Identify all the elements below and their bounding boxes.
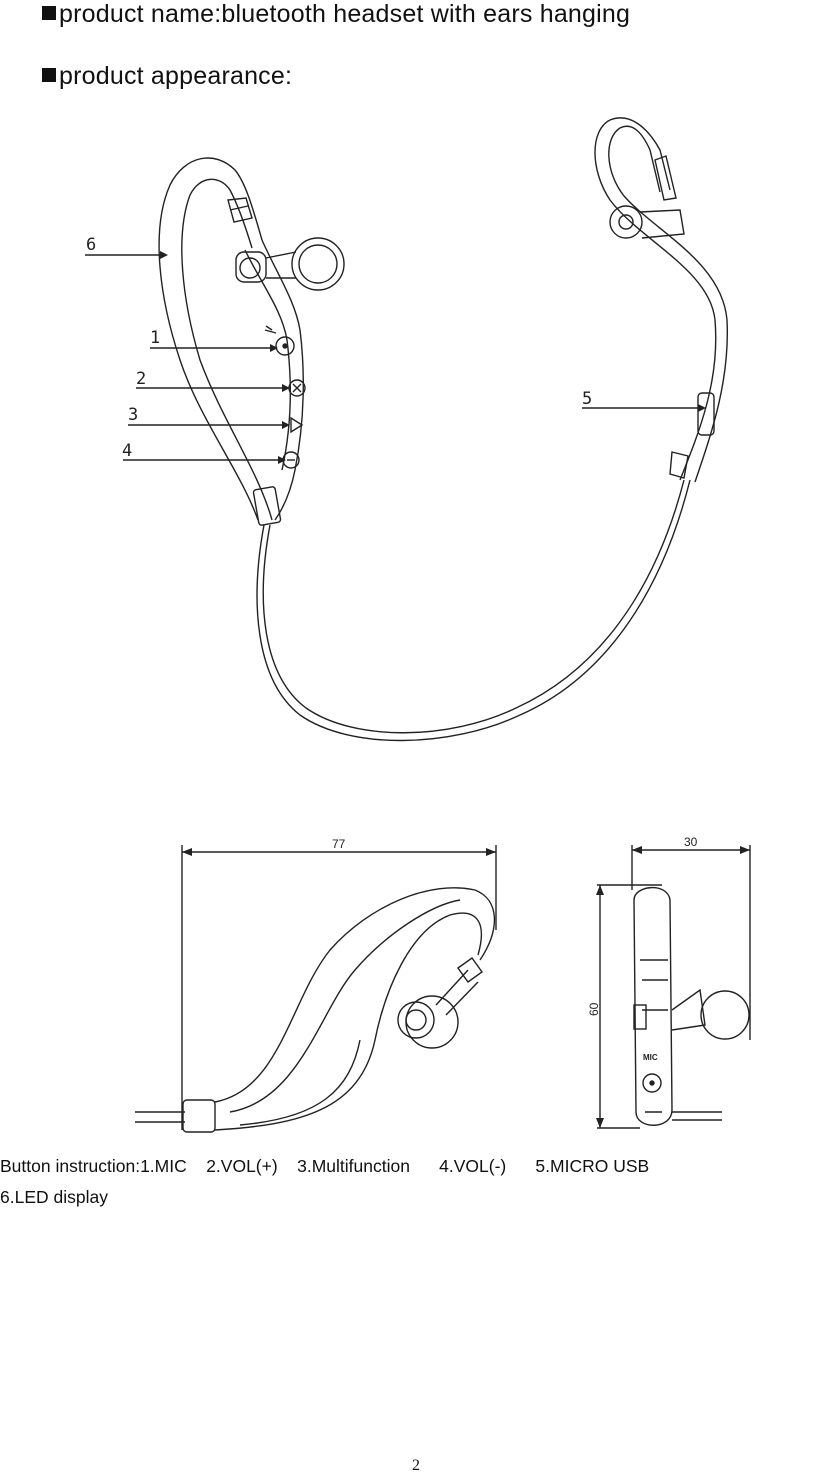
callout-1: 1 <box>150 328 160 348</box>
led-display-line: 6.LED display <box>0 1187 108 1207</box>
page-number: 2 <box>412 1457 420 1474</box>
bullet-square-icon <box>42 6 56 20</box>
front-view-drawing <box>597 845 751 1129</box>
bullet-square-icon <box>42 68 56 82</box>
left-earpiece <box>158 157 345 526</box>
arrowheads <box>160 251 750 1128</box>
mic-label: MIC <box>643 1053 658 1062</box>
dimension-77: 77 <box>332 837 346 851</box>
product-appearance-line: product appearance: <box>42 62 292 91</box>
product-appearance-text: product appearance: <box>59 62 293 90</box>
callout-5: 5 <box>582 389 592 409</box>
product-name-text: product name:bluetooth headset with ears… <box>59 0 631 28</box>
callout-3: 3 <box>128 405 138 425</box>
side-view-drawing <box>135 845 497 1133</box>
callout-lines <box>85 254 698 461</box>
neck-cable <box>256 479 691 742</box>
callout-4: 4 <box>122 441 132 461</box>
product-name-line: product name:bluetooth headset with ears… <box>42 0 630 29</box>
callout-2: 2 <box>136 369 146 389</box>
callout-6: 6 <box>86 235 96 255</box>
button-instruction-line: Button instruction:1.MIC 2.VOL(+) 3.Mult… <box>0 1156 650 1176</box>
right-earpiece <box>594 117 729 483</box>
dimension-60: 60 <box>587 1002 601 1016</box>
dimension-30: 30 <box>684 835 698 849</box>
